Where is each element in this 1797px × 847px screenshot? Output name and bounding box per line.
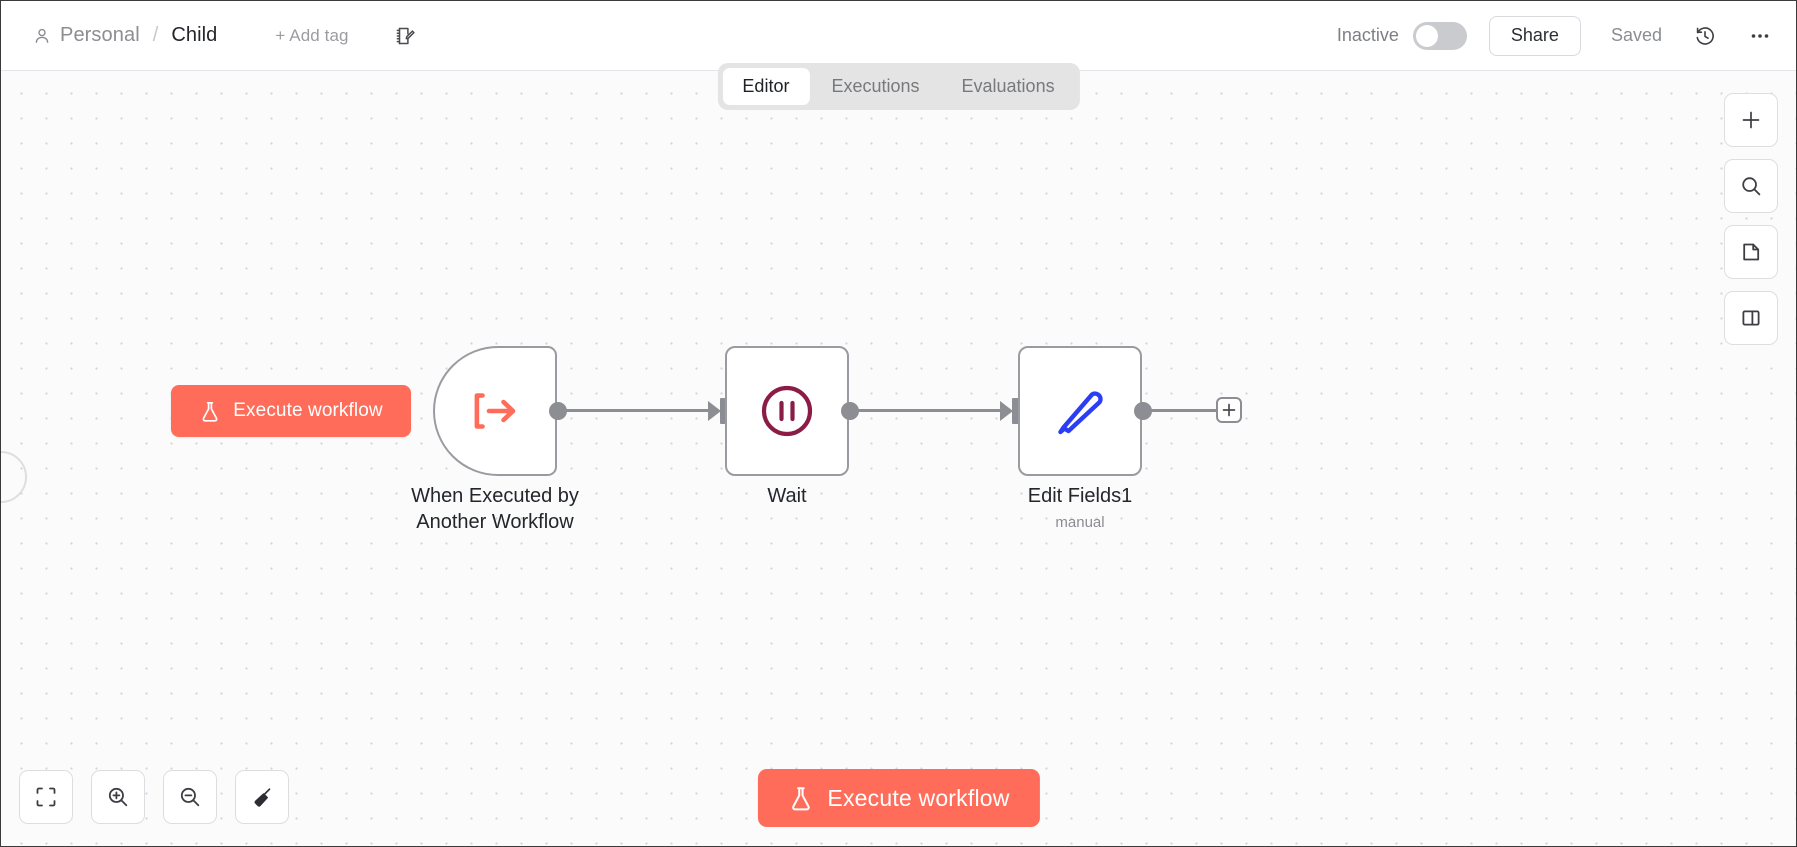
toggle-knob xyxy=(1415,24,1438,47)
connection-edit-fields-to-add[interactable] xyxy=(1146,409,1216,412)
node-subtitle-edit-fields: manual xyxy=(1055,514,1105,531)
node-label-line1: Wait xyxy=(767,485,807,507)
connection-wait-to-edit-fields[interactable] xyxy=(853,409,1001,412)
save-status: Saved xyxy=(1610,25,1662,45)
node-label-line2: Another Workflow xyxy=(416,511,574,533)
node-edit-fields1[interactable] xyxy=(1018,346,1142,476)
node-label-line1: When Executed by xyxy=(411,485,579,507)
output-dot-trigger[interactable] xyxy=(549,402,567,420)
note-edit-icon[interactable] xyxy=(394,25,416,47)
search-nodes-button[interactable] xyxy=(1724,159,1778,213)
execute-chip-label: Execute workflow xyxy=(233,400,383,421)
offscreen-node-edge xyxy=(1,451,27,503)
canvas-right-toolbar xyxy=(1724,93,1778,345)
header-actions: Inactive Share Saved xyxy=(1336,15,1796,56)
output-dot-wait[interactable] xyxy=(841,402,859,420)
canvas-zoom-toolbar xyxy=(19,770,289,824)
workflow-active-toggle[interactable] xyxy=(1412,21,1467,50)
zoom-to-fit-button[interactable] xyxy=(19,770,73,824)
tab-editor[interactable]: Editor xyxy=(722,68,810,105)
execute-workflow-chip[interactable]: Execute workflow xyxy=(171,385,411,437)
execute-button-label: Execute workflow xyxy=(827,784,1010,811)
tidy-broom-icon xyxy=(251,786,273,808)
node-wait[interactable] xyxy=(725,346,849,476)
share-button[interactable]: Share xyxy=(1488,15,1581,56)
workflow-name[interactable]: Child xyxy=(171,24,218,46)
toggle-side-panel-button[interactable] xyxy=(1724,291,1778,345)
sticky-note-icon xyxy=(1740,241,1762,263)
node-when-executed-by-another-workflow[interactable] xyxy=(433,346,557,476)
pause-circle-icon xyxy=(759,383,815,439)
flask-icon xyxy=(199,400,221,423)
more-horizontal-icon[interactable] xyxy=(1748,24,1772,48)
plus-icon xyxy=(1740,109,1762,131)
zoom-in-icon xyxy=(107,786,129,808)
tab-executions[interactable]: Executions xyxy=(811,68,939,105)
node-label-edit-fields: Edit Fields1 xyxy=(950,483,1210,509)
logout-arrow-icon xyxy=(466,384,524,438)
execute-workflow-button[interactable]: Execute workflow xyxy=(757,769,1040,827)
add-node-end-button[interactable] xyxy=(1216,397,1242,423)
person-icon xyxy=(33,27,51,45)
connection-trigger-to-wait[interactable] xyxy=(561,409,709,412)
output-dot-edit-fields[interactable] xyxy=(1134,402,1152,420)
add-tag-button[interactable]: + Add tag xyxy=(275,25,349,45)
zoom-out-button[interactable] xyxy=(163,770,217,824)
flask-icon xyxy=(787,785,813,812)
breadcrumb-project[interactable]: Personal xyxy=(60,24,140,46)
fit-view-icon xyxy=(35,786,57,808)
add-node-button[interactable] xyxy=(1724,93,1778,147)
breadcrumb: Personal / Child + Add tag xyxy=(1,24,416,47)
panel-toggle-icon xyxy=(1740,307,1762,329)
zoom-in-button[interactable] xyxy=(91,770,145,824)
tidy-up-button[interactable] xyxy=(235,770,289,824)
node-label-wait: Wait xyxy=(657,483,917,509)
pen-icon xyxy=(1052,382,1108,440)
history-clock-icon[interactable] xyxy=(1694,25,1716,47)
workflow-canvas[interactable]: Execute workflow When Executed by Anothe… xyxy=(1,71,1796,846)
tab-evaluations[interactable]: Evaluations xyxy=(942,68,1075,105)
active-state-label: Inactive xyxy=(1336,25,1399,45)
breadcrumb-separator: / xyxy=(152,24,159,46)
input-arrow-wait xyxy=(708,401,721,421)
add-sticky-note-button[interactable] xyxy=(1724,225,1778,279)
main-tab-bar: Editor Executions Evaluations xyxy=(717,63,1080,110)
app-header: Personal / Child + Add tag Inactive Shar… xyxy=(1,1,1796,71)
input-arrow-edit-fields xyxy=(1000,401,1013,421)
zoom-out-icon xyxy=(179,786,201,808)
node-label-trigger: When Executed by Another Workflow xyxy=(365,483,625,535)
search-icon xyxy=(1740,175,1762,197)
node-label-line1: Edit Fields1 xyxy=(1027,485,1133,507)
